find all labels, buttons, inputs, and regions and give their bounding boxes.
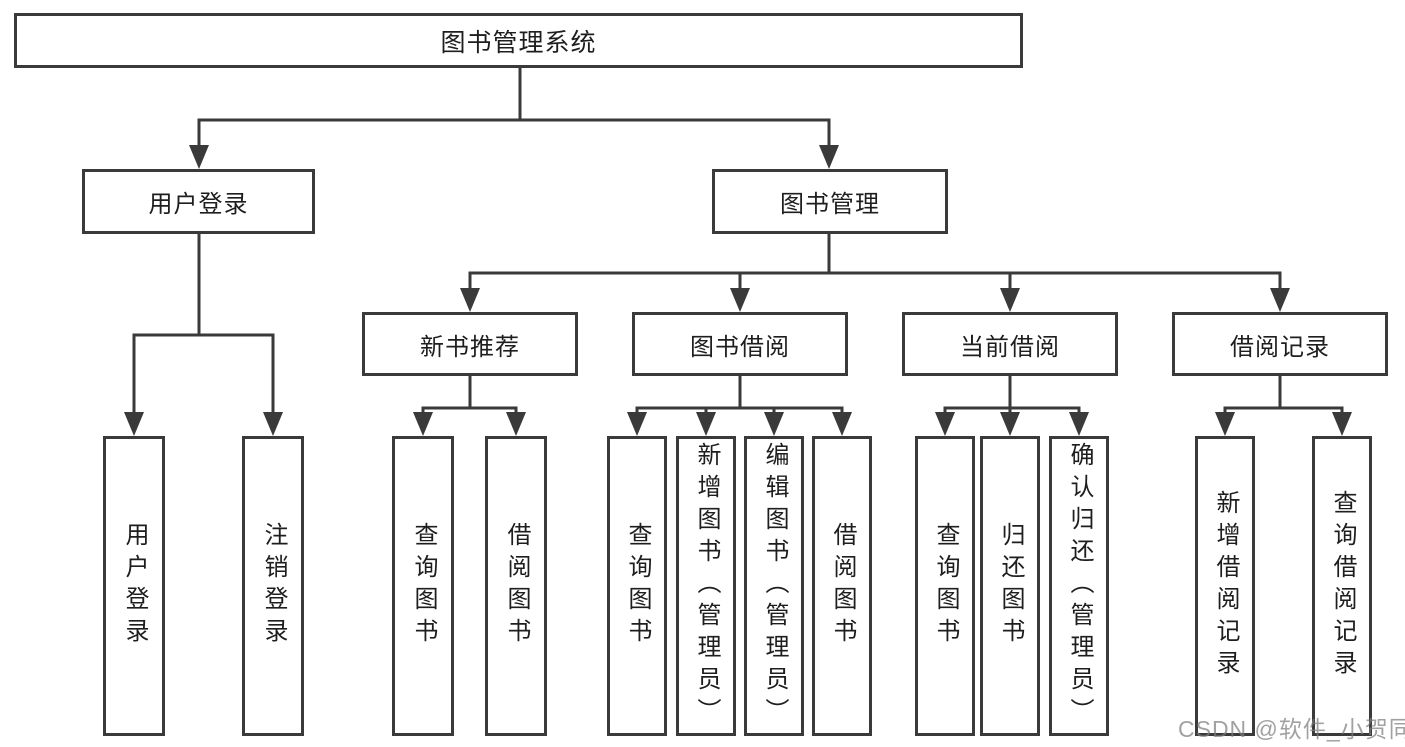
node-book-borrowing: 图书借阅: [632, 312, 848, 376]
leaf-query-borrow-record: 查询借阅记录: [1312, 436, 1372, 736]
node-label: 用户登录: [148, 191, 249, 218]
leaf-label: 查询图书: [624, 522, 651, 650]
leaf-label: 借阅图书: [503, 522, 530, 650]
leaf-user-login: 用户登录: [103, 436, 165, 736]
node-label: 图书管理系统: [440, 28, 597, 57]
node-borrowing-records: 借阅记录: [1172, 312, 1388, 376]
leaf-label: 查询图书: [410, 522, 437, 650]
node-label: 图书借阅: [690, 333, 790, 361]
csdn-watermark: CSDN @软件_小贺同学: [1178, 716, 1405, 742]
leaf-label: 新增图书（管理员）: [693, 442, 720, 730]
leaf-label: 借阅图书: [829, 522, 856, 650]
node-label: 新书推荐: [420, 333, 520, 361]
leaf-label: 注销登录: [260, 522, 287, 650]
leaf-label: 归还图书: [997, 522, 1024, 650]
leaf-query-books-current: 查询图书: [915, 436, 975, 736]
arrowheads: [124, 145, 1352, 436]
leaf-borrow-books-recommend: 借阅图书: [485, 436, 547, 736]
leaf-confirm-return-admin: 确认归还（管理员）: [1049, 436, 1109, 736]
leaf-label: 编辑图书（管理员）: [761, 442, 788, 730]
node-book-management: 图书管理: [712, 169, 948, 234]
leaf-label: 查询借阅记录: [1329, 490, 1356, 682]
leaf-label: 新增借阅记录: [1212, 490, 1239, 682]
leaf-query-books-recommend: 查询图书: [392, 436, 454, 736]
leaf-logout-login: 注销登录: [242, 436, 304, 736]
leaf-query-books-borrow: 查询图书: [607, 436, 667, 736]
node-user-login: 用户登录: [82, 169, 315, 234]
leaf-edit-books-admin: 编辑图书（管理员）: [744, 436, 804, 736]
node-label: 当前借阅: [960, 333, 1060, 361]
leaf-label: 确认归还（管理员）: [1066, 442, 1093, 730]
node-library-management-system: 图书管理系统: [14, 13, 1023, 68]
node-label: 借阅记录: [1230, 333, 1330, 361]
leaf-add-borrow-record: 新增借阅记录: [1195, 436, 1255, 736]
leaf-return-books: 归还图书: [980, 436, 1040, 736]
node-current-borrowing: 当前借阅: [902, 312, 1118, 376]
node-new-book-recommendation: 新书推荐: [362, 312, 578, 376]
leaf-borrow-books: 借阅图书: [812, 436, 872, 736]
leaf-label: 用户登录: [121, 522, 148, 650]
leaf-label: 查询图书: [932, 522, 959, 650]
node-label: 图书管理: [780, 191, 880, 218]
leaf-add-books-admin: 新增图书（管理员）: [676, 436, 736, 736]
